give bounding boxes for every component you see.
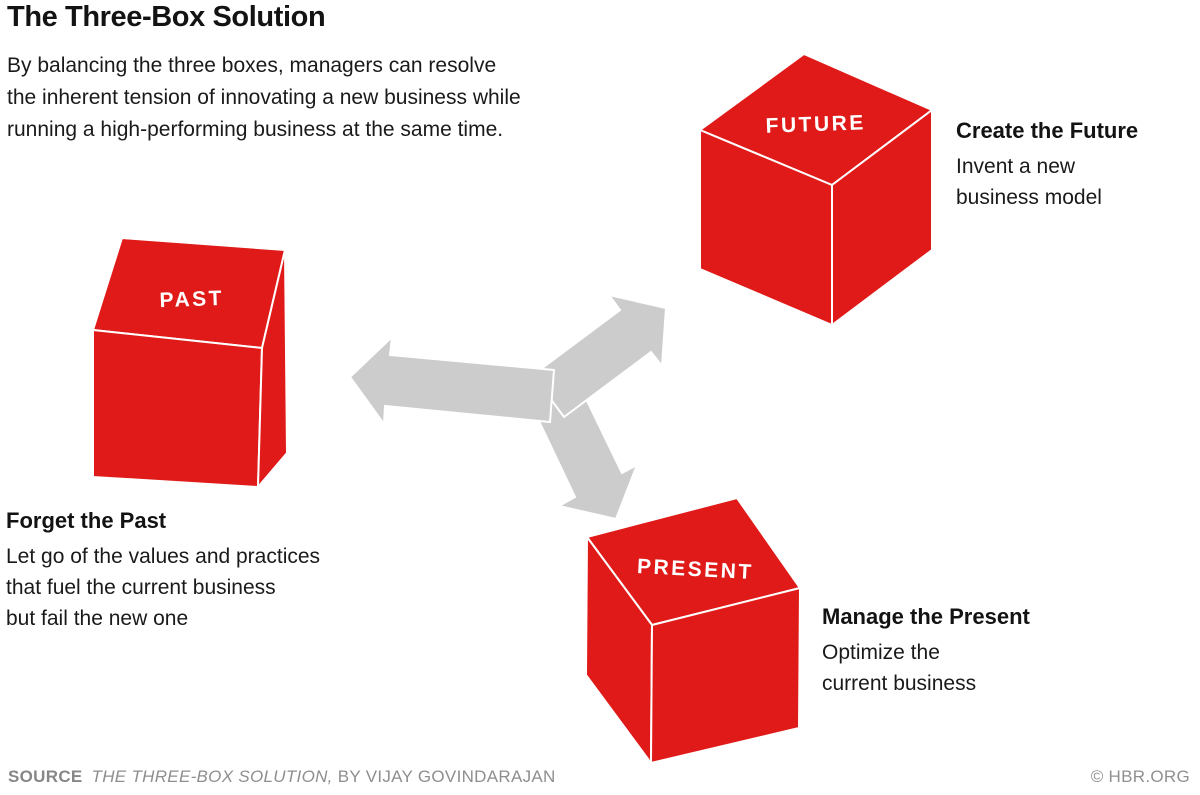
page-title: The Three-Box Solution [7,1,326,33]
arrow-to-past-icon [348,334,556,427]
subtitle-line-1: By balancing the three boxes, managers c… [7,54,497,77]
past-caption-heading: Forget the Past [6,508,167,533]
future-caption: Create the Future Invent a new business … [956,118,1138,213]
arrow-to-future-icon [531,293,668,419]
cube-present-front-face [650,587,801,764]
future-caption-heading: Create the Future [956,118,1139,143]
cube-past-front-face [92,329,263,488]
hbr-credit: © HBR.ORG [1090,767,1190,786]
cube-past-label: PAST [159,287,224,312]
chart-subtitle: By balancing the three boxes, managers c… [7,50,521,146]
cube-present: PRESENT [585,497,801,764]
cube-future-label: FUTURE [765,111,866,137]
three-way-arrow [348,293,668,521]
cube-future: FUTURE [699,53,933,326]
subtitle-line-3: running a high-performing business at th… [7,118,504,141]
source-work-title: THE THREE-BOX SOLUTION, [91,767,333,786]
cube-past: PAST [92,237,288,488]
past-caption-line-2: that fuel the current business [6,576,276,599]
past-caption: Forget the Past Let go of the values and… [6,508,320,634]
subtitle-line-2: the inherent tension of innovating a new… [7,86,521,109]
past-caption-line-3: but fail the new one [6,607,189,630]
cube-past-right-face [257,249,288,488]
source-line: SOURCE THE THREE-BOX SOLUTION,BY VIJAY GO… [8,767,556,787]
source-label: SOURCE [8,767,83,786]
cube-future-right-face [831,109,933,326]
source-author: BY VIJAY GOVINDARAJAN [337,767,556,786]
present-caption: Manage the Present Optimize the current … [822,604,1030,699]
future-caption-line-1: Invent a new [956,155,1076,178]
future-caption-line-2: business model [956,186,1102,209]
present-caption-line-2: current business [822,672,977,695]
present-caption-line-1: Optimize the [822,641,940,664]
past-caption-line-1: Let go of the values and practices [6,545,321,568]
present-caption-heading: Manage the Present [822,604,1030,629]
footer: SOURCE THE THREE-BOX SOLUTION,BY VIJAY GO… [8,767,1190,787]
